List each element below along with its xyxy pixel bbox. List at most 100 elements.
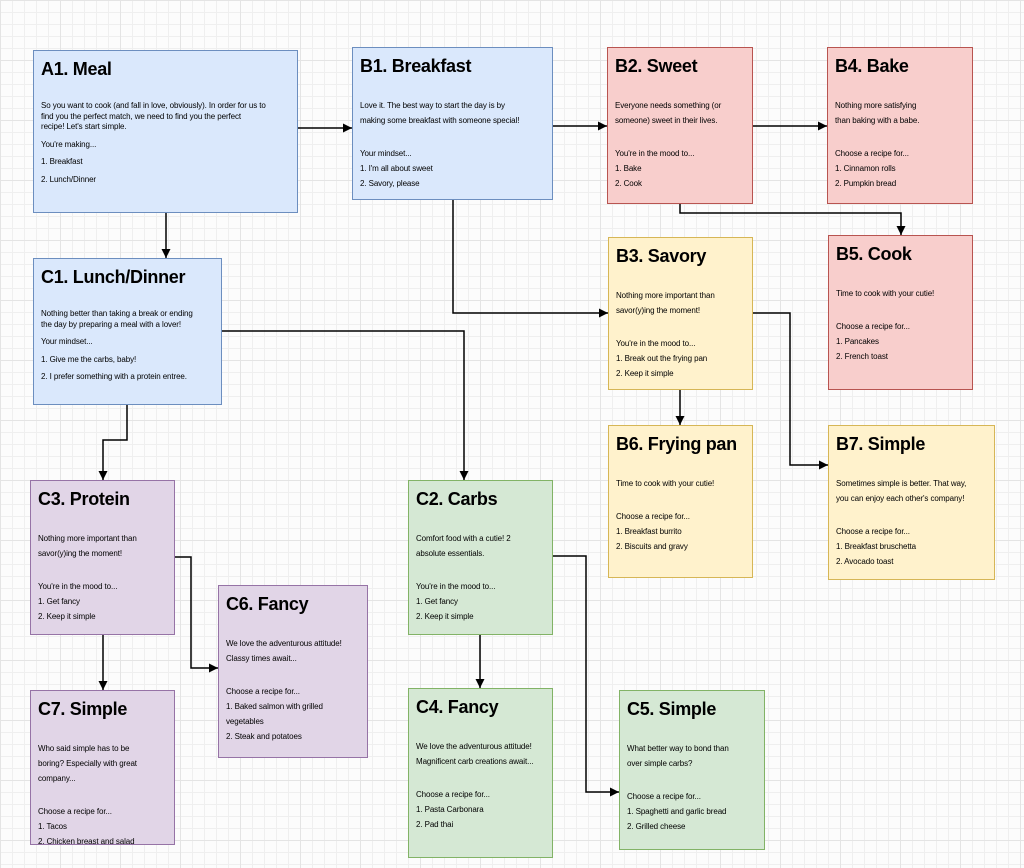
node-title: C5. Simple — [627, 699, 717, 719]
edge-c1-c3[interactable] — [98, 405, 128, 480]
edge-c2-c5[interactable] — [553, 555, 619, 797]
node-description-line: company... — [38, 774, 76, 783]
node-option: 1. Get fancy — [38, 597, 80, 606]
node-description-line: making some breakfast with someone speci… — [360, 116, 520, 125]
node-option: 2. Keep it simple — [38, 612, 96, 621]
node-option: 1. Baked salmon with grilled vegetables — [226, 702, 323, 726]
node-description-line: Time to cook with your cutie! — [836, 289, 935, 298]
node-prompt: You're making... — [41, 139, 97, 149]
node-description-line: boring? Especially with great — [38, 759, 137, 768]
node-description: Nothing better than taking a break or en… — [41, 309, 214, 330]
node-description-line: recipe! Let's start simple. — [41, 122, 127, 131]
node-description-line: Nothing more important than — [38, 534, 137, 543]
node-option: 1. Pasta Carbonara — [416, 805, 484, 814]
node-description-line: Love it. The best way to start the day i… — [360, 101, 505, 110]
node-title: C2. Carbs — [416, 489, 498, 509]
node-description: Nothing more important than savor(y)ing t… — [616, 288, 745, 318]
edge-b1-b3[interactable] — [452, 200, 608, 318]
node-option: 1. Breakfast — [41, 157, 83, 166]
node-description: Nothing more satisfying than baking with … — [835, 98, 965, 128]
node-description-line: find you the perfect match, we need to f… — [41, 111, 242, 121]
node-description-line: Classy times await... — [226, 654, 297, 663]
node-description-line: the day by preparing a meal with a lover… — [41, 319, 181, 329]
node-description-line: We love the adventurous attitude! — [226, 639, 342, 648]
edge-b3-b7[interactable] — [753, 312, 828, 470]
node-C4[interactable]: C4. Fancy We love the adventurous attitud… — [408, 688, 553, 858]
node-prompt: You're in the mood to... — [38, 582, 118, 591]
node-option: 2. Chicken breast and salad — [38, 837, 135, 846]
node-description-line: So you want to cook (and fall in love, o… — [41, 101, 266, 110]
node-description-line: savor(y)ing the moment! — [616, 306, 700, 315]
node-option: 1. Break out the frying pan — [616, 354, 708, 363]
node-prompt: Your mindset... — [360, 149, 412, 158]
node-description-line: Comfort food with a cutie! 2 — [416, 534, 511, 543]
node-option: 2. French toast — [836, 352, 888, 361]
node-description-line: than baking with a babe. — [835, 116, 920, 125]
node-description-line: over simple carbs? — [627, 759, 693, 768]
node-option: 2. Avocado toast — [836, 557, 894, 566]
node-option: 1. Give me the carbs, baby! — [41, 354, 137, 364]
node-option: 1. Tacos — [38, 822, 67, 831]
node-option: 2. Biscuits and gravy — [616, 542, 688, 551]
node-title: C1. Lunch/Dinner — [41, 267, 186, 287]
node-prompt: You're in the mood to... — [616, 339, 696, 348]
node-option: 2. Pumpkin bread — [835, 179, 897, 188]
node-description: Nothing more important than savor(y)ing t… — [38, 531, 167, 561]
node-prompt: Choose a recipe for... — [616, 512, 690, 521]
node-title: B6. Frying pan — [616, 434, 737, 454]
node-title: B2. Sweet — [615, 56, 698, 76]
node-option: 2. Keep it simple — [416, 612, 474, 621]
node-description-line: Sometimes simple is better. That way, — [836, 479, 967, 488]
node-description: Time to cook with your cutie! — [836, 286, 965, 301]
node-option: 1. I'm all about sweet — [360, 164, 433, 173]
edge-c1-c2[interactable] — [222, 330, 469, 480]
node-title: C4. Fancy — [416, 697, 499, 717]
node-description: Sometimes simple is better. That way, you… — [836, 476, 987, 506]
node-prompt: Choose a recipe for... — [416, 790, 490, 799]
node-title: B3. Savory — [616, 246, 707, 266]
node-option: 1. Breakfast bruschetta — [836, 542, 916, 551]
node-option: 1. Get fancy — [416, 597, 458, 606]
node-prompt: You're in the mood to... — [416, 582, 496, 591]
node-title: B1. Breakfast — [360, 56, 472, 76]
node-description-line: you can enjoy each other's company! — [836, 494, 965, 503]
edge-b2-b5[interactable] — [679, 204, 906, 235]
node-description-line: Nothing better than taking a break or en… — [41, 309, 193, 318]
node-prompt: You're in the mood to... — [615, 149, 695, 158]
node-option: 2. Cook — [615, 179, 642, 188]
node-prompt: Your mindset... — [41, 337, 93, 346]
node-description-line: We love the adventurous attitude! — [416, 742, 532, 751]
node-description-line: Nothing more satisfying — [835, 101, 917, 110]
node-option: 1. Bake — [615, 164, 642, 173]
node-title: C3. Protein — [38, 489, 130, 509]
node-description: Time to cook with your cutie! — [616, 476, 745, 491]
node-prompt: Choose a recipe for... — [835, 149, 909, 158]
node-description-line: Nothing more important than — [616, 291, 715, 300]
node-option: 1. Cinnamon rolls — [835, 164, 896, 173]
node-description: So you want to cook (and fall in love, o… — [41, 101, 290, 133]
node-option: 1. Spaghetti and garlic bread — [627, 807, 727, 816]
node-description: We love the adventurous attitude!Magnifi… — [416, 739, 545, 769]
node-description: We love the adventurous attitude! Classy … — [226, 636, 360, 666]
node-prompt: Choose a recipe for... — [836, 527, 910, 536]
edge-c3-c6[interactable] — [175, 556, 218, 673]
node-description-line: savor(y)ing the moment! — [38, 549, 122, 558]
